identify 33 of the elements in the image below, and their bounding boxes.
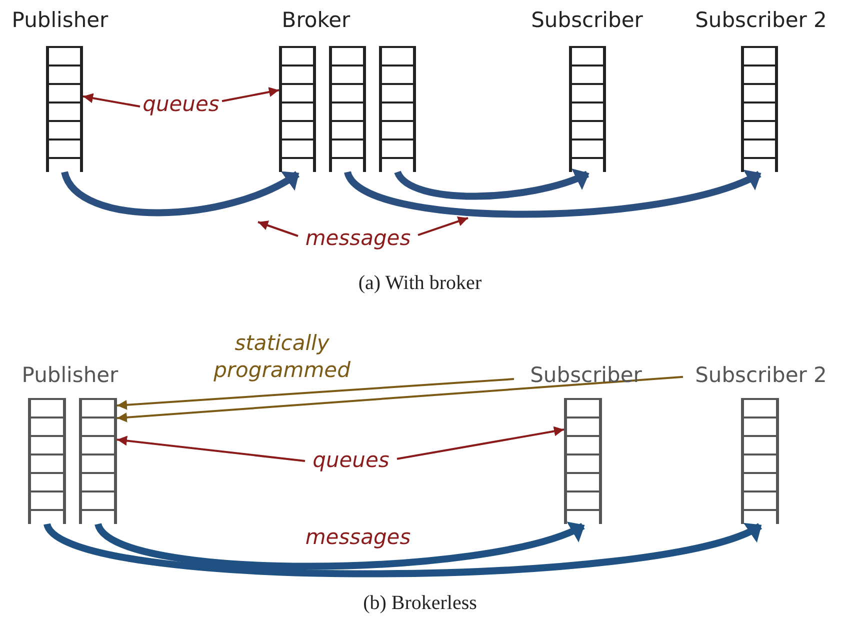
- edge-label: statically programmed: [212, 330, 352, 384]
- leader-arrow: [258, 220, 298, 237]
- message-queue: [46, 46, 83, 172]
- message-arrow: [61, 170, 300, 216]
- figure-caption: (b) Brokerless: [362, 592, 478, 615]
- callout-label: messages: [298, 224, 418, 254]
- leader-arrow: [116, 376, 684, 422]
- figure-caption: (a) With broker: [357, 272, 483, 295]
- leader-arrow: [116, 436, 306, 462]
- component-label: Publisher: [8, 6, 112, 36]
- callout-label: messages: [304, 524, 412, 551]
- message-queue: [329, 46, 366, 172]
- message-queue: [741, 398, 779, 524]
- message-queue: [379, 46, 416, 172]
- component-label: Subscriber 2: [683, 6, 839, 36]
- message-queue: [79, 398, 117, 524]
- arrow: [116, 378, 514, 410]
- component-label: Broker: [266, 6, 366, 36]
- leader-arrow: [222, 87, 280, 102]
- component-label: Subscriber: [516, 6, 658, 36]
- component-label: Subscriber: [514, 361, 658, 391]
- leader-arrow: [418, 216, 468, 236]
- message-queue: [28, 398, 66, 524]
- leader-arrow: [396, 426, 564, 460]
- message-queue: [741, 46, 778, 172]
- message-queue: [569, 46, 606, 172]
- leader-arrow: [82, 93, 140, 108]
- message-queue: [564, 398, 602, 524]
- component-label: Publisher: [8, 361, 132, 391]
- message-queue: [279, 46, 316, 172]
- callout-label: queues: [305, 446, 397, 476]
- component-label: Subscriber 2: [683, 361, 839, 391]
- callout-label: queues: [140, 90, 222, 120]
